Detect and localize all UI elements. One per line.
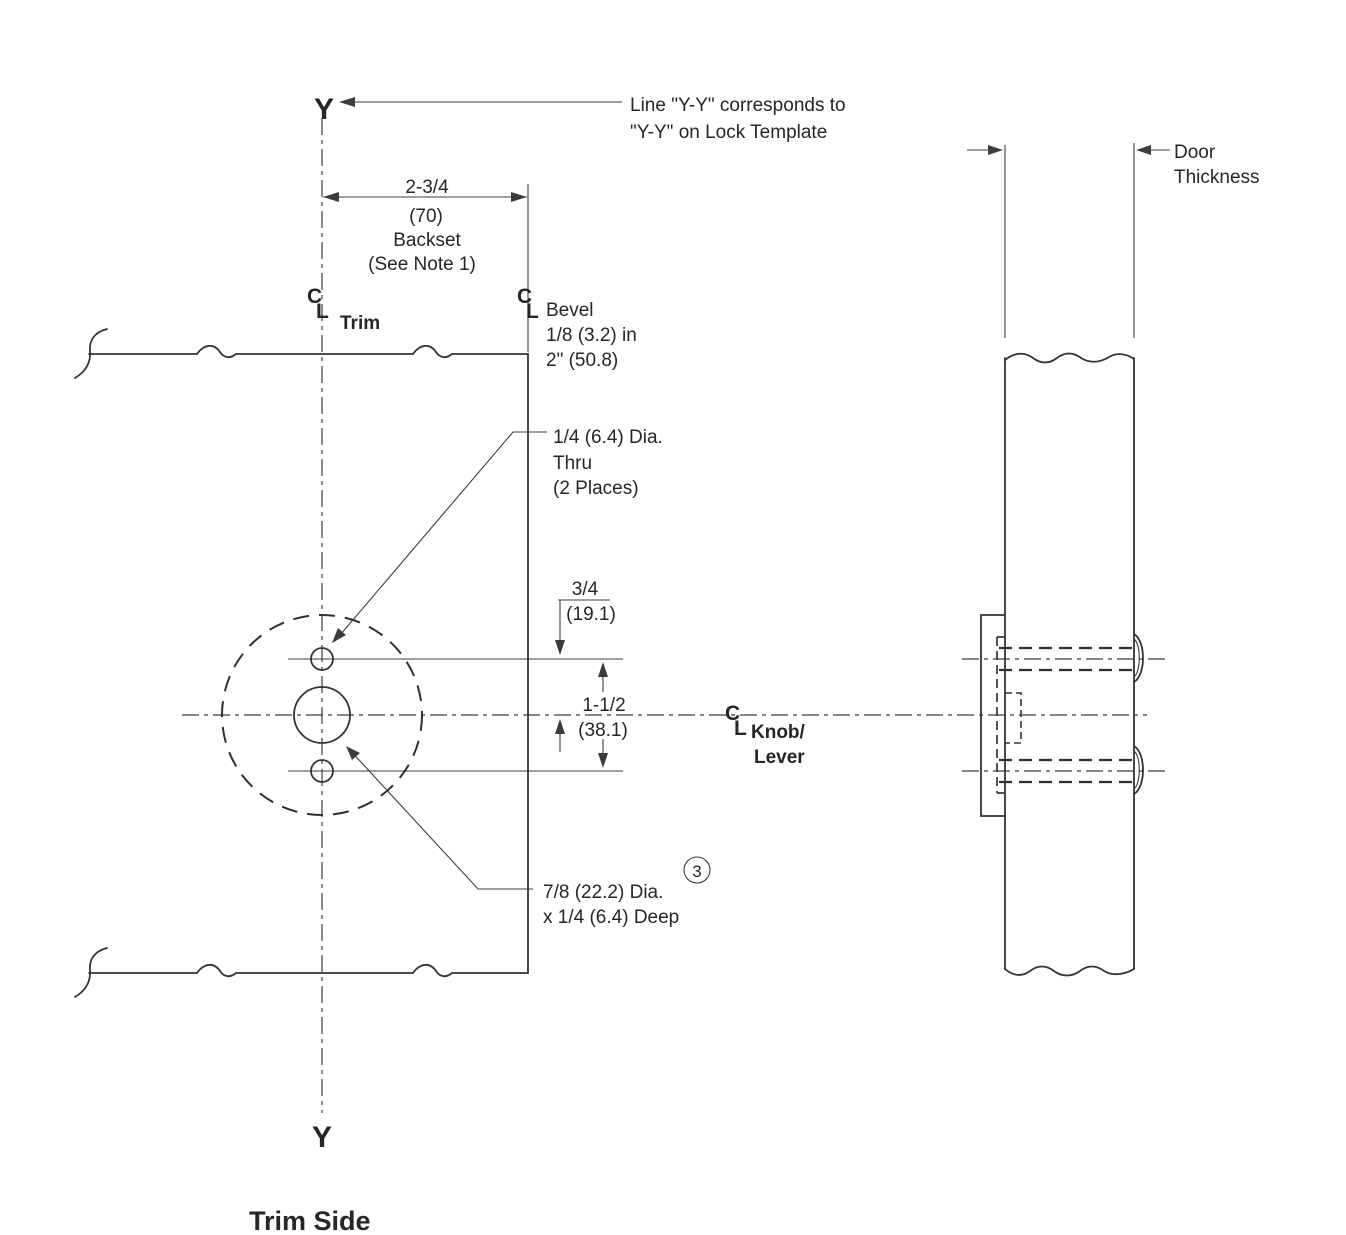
thru-hole-text-line1: 1/4 (6.4) Dia. — [553, 427, 663, 448]
bevel-note-line3: 2" (50.8) — [546, 350, 618, 371]
thru-hole-arrowhead-icon — [332, 628, 346, 643]
yy-note-line1: Line "Y-Y" corresponds to — [630, 95, 846, 116]
hole-to-center-dimension: 3/4 (19.1) — [555, 579, 616, 752]
backset-left-arrowhead-icon — [323, 192, 339, 202]
dim112-value-in: 1-1/2 — [582, 695, 625, 716]
counterbore-hole — [293, 686, 351, 744]
counterbore-leader — [347, 747, 533, 890]
section-axis: Y Y Line "Y-Y" corresponds to "Y-Y" on L… — [312, 93, 846, 1154]
side-view-top-break-edge — [1004, 352, 1135, 364]
break-mark-top — [74, 328, 108, 379]
lower-screw-head-inner — [1133, 750, 1140, 790]
bevel-cl-c: C — [517, 285, 532, 308]
dim34-value-mm: (19.1) — [566, 604, 616, 625]
backset-note: (See Note 1) — [368, 254, 476, 275]
backset-value-mm: (70) — [409, 206, 443, 227]
note-balloon-circle — [683, 856, 711, 884]
thru-hole-text-line2: Thru — [553, 453, 592, 474]
bevel-note-line1: Bevel — [546, 300, 594, 321]
knob-cl-c: C — [725, 702, 740, 725]
note-balloon-number: 3 — [692, 862, 701, 881]
counterbore-arrowhead-icon — [346, 746, 360, 760]
break-mark-bottom — [74, 947, 108, 998]
thickness-left-pointing-arrowhead-icon — [1136, 145, 1151, 155]
lower-screw-head — [1133, 745, 1144, 795]
backset-value-in: 2-3/4 — [405, 177, 449, 198]
side-view-bottom-break-edge — [1004, 965, 1135, 977]
knob-cl-l: L — [734, 717, 747, 740]
trim-centerline-label: C L Trim — [307, 285, 380, 334]
axis-label-bottom: Y — [312, 1121, 332, 1154]
counterbore-text-line1: 7/8 (22.2) Dia. — [543, 882, 663, 903]
dim34-down-arrowhead-icon — [555, 640, 565, 655]
door-top-edge — [88, 344, 529, 359]
yy-leader-arrowhead-icon — [339, 97, 355, 107]
door-bottom-edge — [88, 963, 529, 978]
knob-centerline-label: C L Knob/ Lever — [725, 702, 806, 768]
yy-note-line2: "Y-Y" on Lock Template — [630, 122, 827, 143]
counterbore-callout: 7/8 (22.2) Dia. x 1/4 (6.4) Deep 3 — [346, 746, 711, 928]
upper-screw-head-inner — [1133, 638, 1140, 678]
knob-cl-text-line1: Knob/ — [751, 722, 806, 743]
trim-cl-l: L — [316, 300, 329, 323]
bevel-cl-l: L — [526, 300, 539, 323]
trim-cl-text: Trim — [340, 313, 380, 334]
backset-right-arrowhead-icon — [511, 192, 527, 202]
hole-spacing-dimension: 1-1/2 (38.1) — [578, 662, 628, 768]
side-view-lock-hardware — [962, 614, 1168, 817]
side-view-door-edge — [1004, 352, 1135, 977]
axis-label-top: Y — [314, 93, 334, 126]
front-view-door-panel — [74, 328, 529, 998]
dim112-up-arrowhead-icon — [598, 662, 608, 677]
backset-dimension: 2-3/4 (70) Backset (See Note 1) — [323, 177, 529, 352]
dim34-up-arrowhead-icon — [555, 719, 565, 734]
dim34-value-in: 3/4 — [572, 579, 599, 600]
upper-thru-hole — [310, 647, 334, 671]
view-title: Trim Side — [249, 1206, 371, 1235]
door-thickness-text-line2: Thickness — [1174, 167, 1260, 188]
spindle-hub-hidden-outline — [1005, 692, 1022, 744]
knob-cl-text-line2: Lever — [754, 747, 805, 768]
thru-hole-callout: 1/4 (6.4) Dia. Thru (2 Places) — [332, 427, 663, 643]
lower-thru-hole — [310, 759, 334, 783]
thru-hole-text-line3: (2 Places) — [553, 478, 639, 499]
bevel-centerline-label: C L Bevel 1/8 (3.2) in 2" (50.8) — [517, 285, 637, 371]
backset-label: Backset — [393, 230, 461, 251]
thru-hole-leader — [334, 431, 547, 642]
trim-rose-dashed-circle — [221, 614, 423, 816]
trim-cl-c: C — [307, 285, 322, 308]
upper-screw-head — [1133, 633, 1144, 683]
counterbore-text-line2: x 1/4 (6.4) Deep — [543, 907, 679, 928]
drilling-pattern — [221, 614, 423, 816]
door-thickness-dimension: Door Thickness — [967, 142, 1260, 338]
bevel-note-line2: 1/8 (3.2) in — [546, 325, 637, 346]
thickness-right-pointing-arrowhead-icon — [988, 145, 1003, 155]
dim112-down-arrowhead-icon — [598, 753, 608, 768]
door-thickness-text-line1: Door — [1174, 142, 1216, 163]
dim112-value-mm: (38.1) — [578, 720, 628, 741]
